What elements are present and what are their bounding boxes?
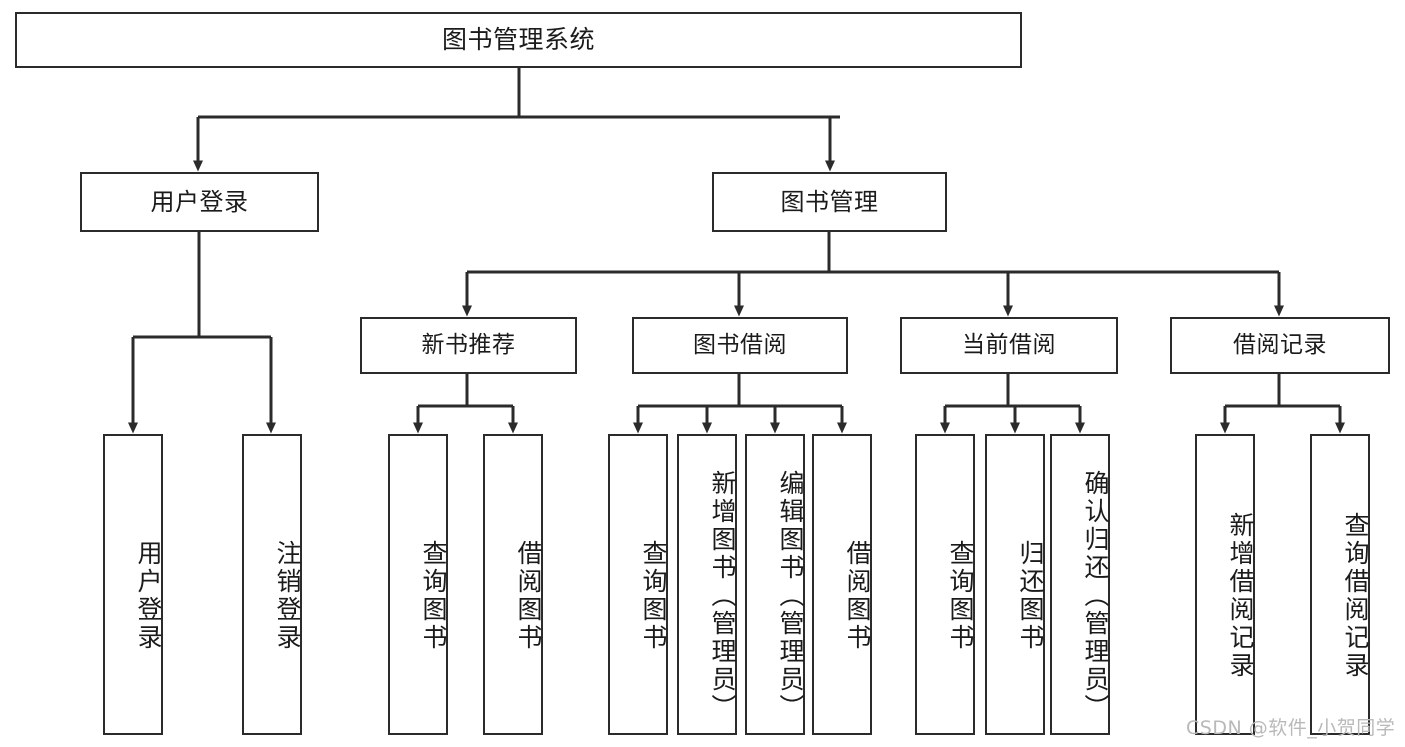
node-label: 用户登录 (134, 539, 163, 652)
node-label: 注销登录 (273, 539, 302, 652)
node-label: 归还图书 (1016, 539, 1045, 652)
node-label: 查询图书 (419, 539, 448, 652)
node-label: 借阅记录 (1233, 331, 1327, 358)
leaf-borrow-record-query-record[interactable]: 查询借阅记录 (1310, 434, 1370, 735)
leaf-book-borrow-borrow-book[interactable]: 借阅图书 (812, 434, 872, 735)
node-label: 新增借阅记录 (1226, 511, 1255, 680)
node-label: 用户登录 (150, 187, 249, 216)
node-label: 图书借阅 (693, 331, 787, 358)
node-label: 查询图书 (639, 539, 668, 652)
leaf-book-borrow-add-book-admin[interactable]: 新增图书（管理员） (677, 434, 737, 735)
node-label: 图书管理 (780, 187, 879, 216)
node-label: 查询图书 (946, 539, 975, 652)
leaf-borrow-record-add-record[interactable]: 新增借阅记录 (1195, 434, 1255, 735)
node-label: 新增图书（管理员） (708, 469, 737, 722)
node-root-book-management-system[interactable]: 图书管理系统 (15, 12, 1022, 68)
node-label: 确认归还（管理员） (1081, 469, 1110, 722)
node-user-login[interactable]: 用户登录 (80, 172, 319, 232)
leaf-current-borrow-return-book[interactable]: 归还图书 (985, 434, 1045, 735)
node-label: 借阅图书 (514, 539, 543, 652)
node-label: 编辑图书（管理员） (776, 469, 805, 722)
node-label: 图书管理系统 (441, 25, 595, 55)
leaf-new-book-query-book[interactable]: 查询图书 (388, 434, 448, 735)
node-label: 查询借阅记录 (1341, 511, 1370, 680)
node-label: 借阅图书 (843, 539, 872, 652)
node-book-borrow[interactable]: 图书借阅 (632, 317, 848, 374)
node-book-management[interactable]: 图书管理 (712, 172, 947, 232)
node-current-borrow[interactable]: 当前借阅 (900, 317, 1118, 374)
node-new-book-recommend[interactable]: 新书推荐 (360, 317, 577, 374)
leaf-current-borrow-query-book[interactable]: 查询图书 (915, 434, 975, 735)
leaf-user-login-login[interactable]: 用户登录 (103, 434, 163, 735)
leaf-user-login-logout[interactable]: 注销登录 (242, 434, 302, 735)
node-borrow-record[interactable]: 借阅记录 (1170, 317, 1390, 374)
leaf-book-borrow-query-book[interactable]: 查询图书 (608, 434, 668, 735)
leaf-current-borrow-confirm-return-admin[interactable]: 确认归还（管理员） (1050, 434, 1110, 735)
node-label: 新书推荐 (421, 331, 516, 358)
node-label: 当前借阅 (962, 331, 1056, 358)
csdn-watermark: CSDN @软件_小贺同学 (1186, 717, 1396, 739)
leaf-new-book-borrow-book[interactable]: 借阅图书 (483, 434, 543, 735)
leaf-book-borrow-edit-book-admin[interactable]: 编辑图书（管理员） (745, 434, 805, 735)
